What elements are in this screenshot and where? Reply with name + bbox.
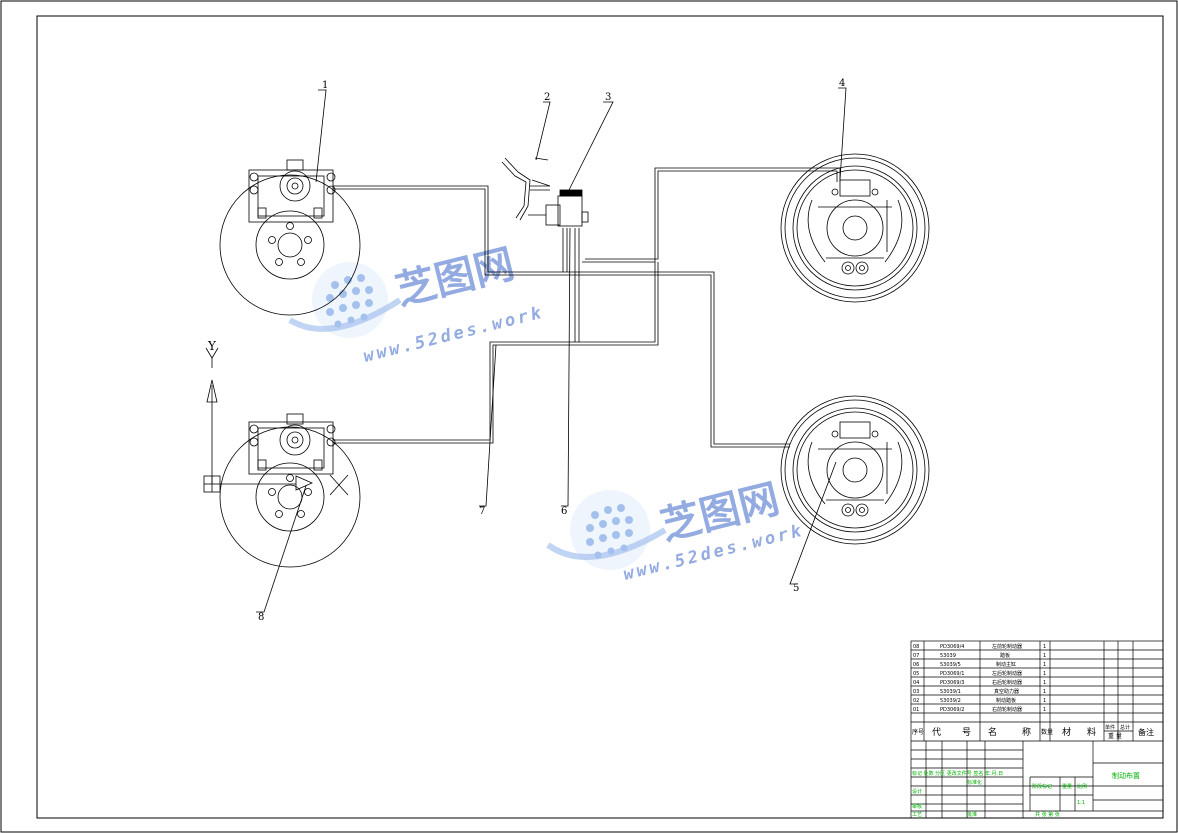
parts-row: 05 PD3069/1 左后轮制动器 1 — [913, 670, 1046, 677]
standard-label: 标准化 — [967, 779, 982, 786]
parts-row-name: 制动主缸 — [996, 661, 1016, 668]
watermark-globe-2 — [546, 490, 667, 570]
parts-row-qty: 1 — [1043, 689, 1046, 695]
parts-row-qty: 1 — [1043, 671, 1046, 677]
parts-row-code: 53039 — [940, 653, 956, 659]
master-cylinder — [528, 189, 589, 227]
parts-row-name: 左前轮制动器 — [992, 643, 1022, 650]
design-label: 设计 — [912, 788, 922, 795]
header-name-b: 称 — [1022, 726, 1031, 738]
title-block-lower: 标记 处数 分区 更改文件号 签名 年.月.日 设计 标准化 阶段标记 重量 比… — [912, 770, 1140, 818]
parts-row-no: 06 — [913, 662, 919, 668]
inner-border — [36, 15, 1164, 819]
parts-row: 06 53039/5 制动主缸 1 — [913, 661, 1046, 668]
callout-7: 7 — [479, 506, 485, 517]
header-remark: 备注 — [1138, 727, 1154, 737]
parts-row-no: 03 — [913, 689, 919, 695]
parts-row: 01 PD3069/2 右前轮制动器 1 — [913, 706, 1046, 713]
weight-label: 重量 — [1062, 783, 1072, 790]
header-qty: 数量 — [1041, 728, 1053, 736]
coordinate-axis — [203, 347, 296, 493]
header-weight: 重 量 — [1108, 732, 1122, 740]
parts-row: 02 53039/2 制动踏板 1 — [913, 697, 1046, 704]
title-block: 08 PD3069/4 左前轮制动器 1 07 53039 踏板 1 06 53… — [910, 640, 1164, 819]
parts-row-code: PD3069/1 — [940, 671, 964, 677]
watermark-url-1: www.52des.work — [361, 303, 546, 367]
callout-8: 8 — [258, 612, 264, 623]
callout-labels: 1 2 3 4 5 6 7 8 Y — [207, 78, 845, 623]
parts-row-qty: 1 — [1043, 698, 1046, 704]
stage-label: 阶段标记 — [1032, 783, 1052, 790]
watermark-logo-2: 芝图网 www.52des.work — [546, 476, 806, 585]
callout-leaders — [256, 87, 847, 613]
header-total: 总计 — [1120, 724, 1130, 731]
rear-left-drum-brake — [780, 395, 930, 545]
parts-row-no: 02 — [913, 698, 919, 704]
scale-value: 1:1 — [1077, 800, 1085, 806]
parts-row-name: 右前轮制动器 — [992, 706, 1022, 713]
front-left-disc-brake — [219, 159, 361, 316]
parts-row-code: 53039/2 — [940, 698, 961, 704]
parts-row-no: 07 — [913, 653, 919, 659]
parts-row: 07 53039 踏板 1 — [913, 652, 1046, 659]
parts-row-code: PD3069/2 — [940, 707, 964, 713]
header-code-a: 代 — [932, 727, 941, 738]
header-code-b: 号 — [962, 727, 971, 738]
parts-list: 08 PD3069/4 左前轮制动器 1 07 53039 踏板 1 06 53… — [913, 643, 1046, 713]
parts-row: 03 53039/1 真空助力器 1 — [913, 688, 1046, 695]
title-block-grid — [910, 640, 1164, 819]
parts-row: 08 PD3069/4 左前轮制动器 1 — [913, 643, 1046, 650]
header-material-b: 料 — [1087, 726, 1096, 738]
callout-4: 4 — [839, 78, 845, 89]
parts-row-qty: 1 — [1043, 653, 1046, 659]
process-label: 工艺 — [912, 812, 922, 818]
drawing-title: 制动布置 — [1112, 771, 1140, 780]
parts-row-code: 53039/1 — [940, 689, 961, 695]
parts-row-no: 04 — [913, 680, 919, 686]
parts-row: 04 PD3069/3 右后轮制动器 1 — [913, 679, 1046, 686]
review-label: 审核 — [912, 803, 922, 810]
parts-row-name: 真空助力器 — [994, 688, 1019, 695]
scale-label: 比例 — [1077, 783, 1087, 790]
parts-row-code: PD3069/3 — [940, 680, 964, 686]
parts-row-qty: 1 — [1043, 707, 1046, 713]
callout-2: 2 — [544, 92, 550, 103]
header-single: 单件 — [1105, 724, 1115, 731]
parts-row-no: 08 — [913, 644, 919, 650]
parts-row-no: 01 — [913, 707, 919, 713]
parts-row-name: 踏板 — [1000, 652, 1010, 659]
callout-1: 1 — [322, 80, 328, 91]
front-right-disc-brake — [219, 413, 361, 568]
parts-row-code: PD3069/4 — [940, 644, 964, 650]
parts-row-qty: 1 — [1043, 680, 1046, 686]
sheet-label: 共 张 第 张 — [1035, 811, 1060, 818]
axis-label-y: Y — [207, 339, 217, 353]
approve-label: 批准 — [967, 811, 977, 818]
callout-5: 5 — [793, 583, 799, 594]
parts-row-no: 05 — [913, 671, 919, 677]
parts-row-qty: 1 — [1043, 662, 1046, 668]
watermark-brand-1: 芝图网 — [391, 241, 519, 315]
callout-3: 3 — [605, 92, 611, 103]
parts-row-code: 53039/5 — [940, 662, 961, 668]
parts-row-name: 左后轮制动器 — [992, 670, 1022, 677]
header-material-a: 材 — [1062, 726, 1071, 738]
rear-right-drum-brake — [780, 153, 930, 303]
callout-6: 6 — [561, 506, 567, 517]
parts-row-name: 右后轮制动器 — [992, 679, 1022, 686]
parts-row-qty: 1 — [1043, 644, 1046, 650]
brake-lines — [333, 167, 841, 448]
watermark-globe-1 — [288, 262, 402, 338]
sign-row: 标记 处数 分区 更改文件号 签名 年.月.日 — [912, 770, 1003, 777]
header-seq: 序号 — [912, 728, 924, 736]
header-name-a: 名 — [988, 726, 997, 738]
parts-header: 序号 代 号 名 称 数量 材 料 单件 总计 重 量 备注 — [912, 724, 1154, 740]
parts-row-name: 制动踏板 — [996, 697, 1016, 704]
brake-pedal — [501, 157, 551, 221]
